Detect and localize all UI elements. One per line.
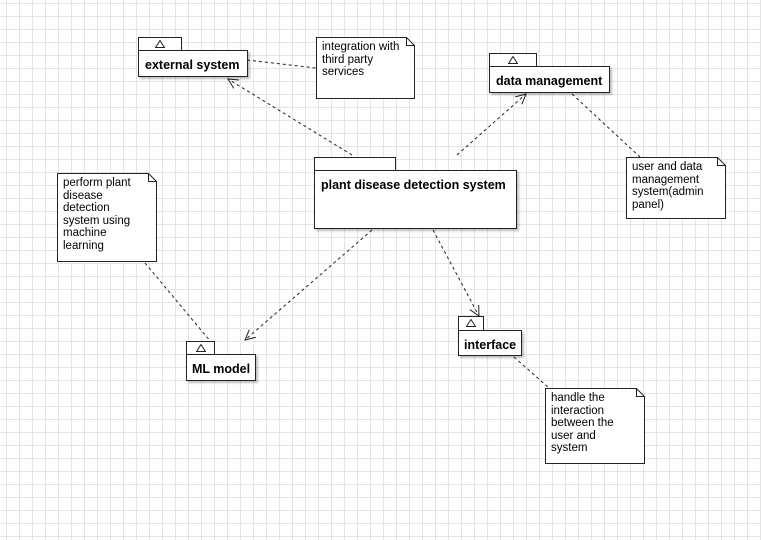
dependency-arrow-interface [432, 229, 479, 316]
note-text: handle the interaction between the user … [551, 392, 614, 455]
note-ml-model[interactable]: perform plant disease detection system u… [57, 173, 157, 262]
note-text: user and data management system(admin pa… [632, 161, 704, 211]
package-tab [314, 157, 396, 170]
package-body: plant disease detection system [314, 170, 517, 229]
package-tab [138, 37, 182, 50]
package-triangle-icon [466, 319, 476, 327]
note-text: integration with third party services [322, 41, 400, 79]
note-anchor-ml [144, 262, 212, 343]
package-body: interface [458, 330, 522, 356]
package-tab [186, 341, 215, 354]
package-name: plant disease detection system [321, 178, 506, 192]
package-triangle-icon [195, 344, 206, 352]
note-shape [57, 173, 157, 262]
dependency-arrow-external [228, 79, 353, 156]
package-triangle-icon [508, 56, 518, 64]
note-text: perform plant disease detection system u… [63, 177, 131, 252]
package-body: external system [138, 50, 248, 77]
note-anchor-data [571, 93, 641, 158]
note-interface[interactable]: handle the interaction between the user … [545, 388, 645, 464]
dependency-arrow-ml [245, 229, 373, 340]
package-name: interface [464, 338, 517, 352]
note-external-system[interactable]: integration with third party services [316, 37, 415, 99]
note-anchor-interface [513, 356, 550, 389]
note-anchor-external [246, 59, 317, 69]
package-tab [458, 316, 484, 330]
package-name: ML model [192, 362, 251, 376]
package-body: ML model [186, 354, 256, 381]
package-triangle-icon [155, 40, 165, 48]
dependency-arrow-data [456, 94, 526, 156]
note-shape [316, 37, 415, 99]
note-shape [545, 388, 645, 464]
note-shape [626, 157, 726, 219]
package-name: data management [496, 74, 603, 88]
note-data-management[interactable]: user and data management system(admin pa… [626, 157, 726, 219]
package-tab [489, 53, 537, 66]
package-name: external system [145, 58, 240, 72]
package-body: data management [489, 66, 610, 93]
